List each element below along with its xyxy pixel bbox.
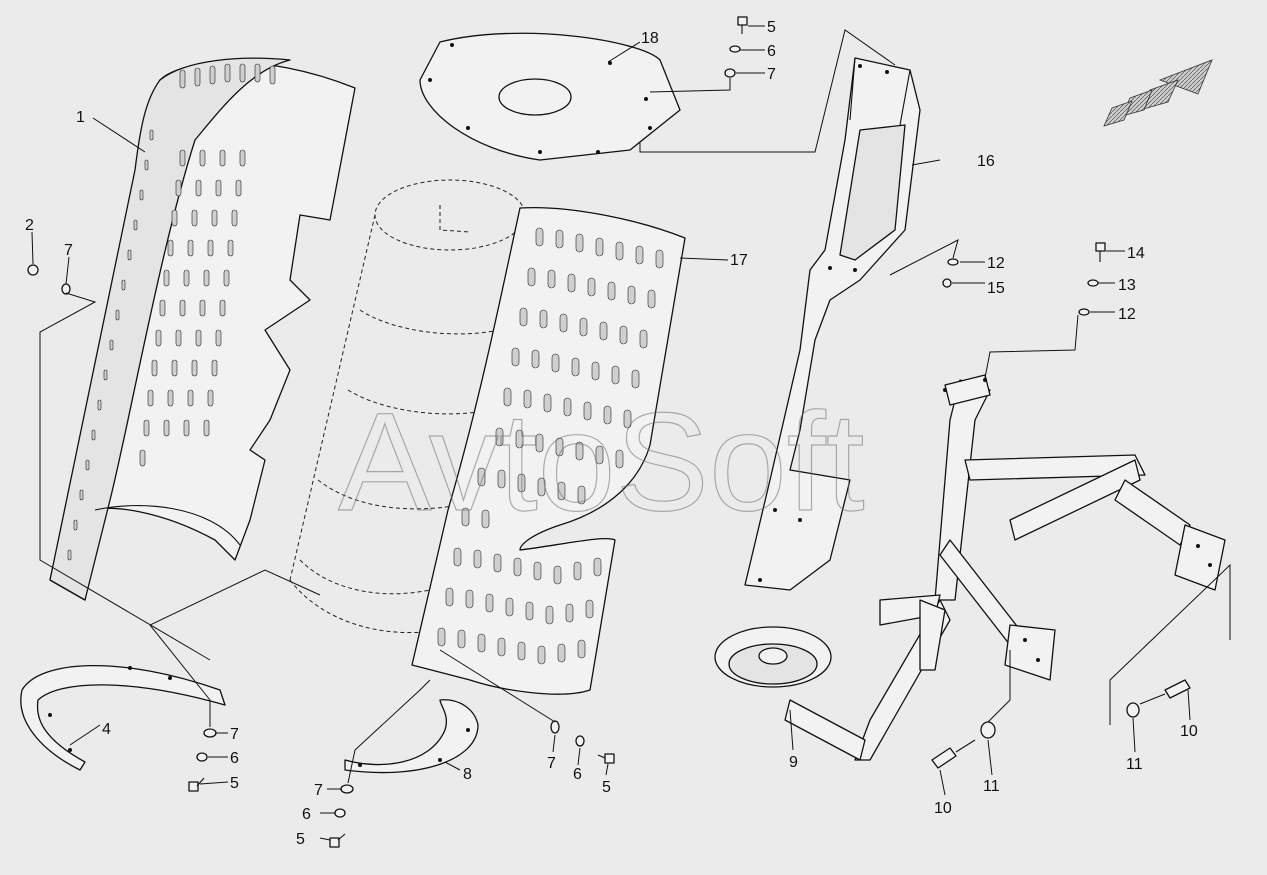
callout-16: 16 (977, 153, 995, 170)
part-8-curved-strip (344, 699, 479, 774)
callout-9: 9 (789, 754, 798, 771)
callout-labels: 1 2 7 5 6 7 18 16 17 12 15 14 13 12 4 7 … (25, 19, 1198, 848)
callout-6: 6 (573, 766, 582, 783)
callout-11: 11 (983, 778, 1000, 795)
callout-8: 8 (463, 766, 472, 783)
watermark-text: AvtoSoft (338, 383, 865, 540)
callout-14: 14 (1127, 245, 1145, 262)
callout-12: 12 (1118, 306, 1136, 323)
callout-12: 12 (987, 255, 1005, 272)
callout-18: 18 (641, 30, 659, 47)
part-4-curved-strip (20, 664, 226, 771)
part-16-vertical-deflector (744, 57, 921, 591)
callout-6: 6 (767, 43, 776, 60)
callout-5: 5 (767, 19, 776, 36)
callout-6: 6 (302, 806, 311, 823)
forward-arrow-icon (1103, 59, 1213, 127)
callout-15: 15 (987, 280, 1005, 297)
callout-17: 17 (730, 252, 748, 269)
callout-13: 13 (1118, 277, 1136, 294)
callout-1: 1 (76, 109, 85, 126)
part-9-support-frame (714, 374, 1226, 761)
callout-10: 10 (1180, 723, 1198, 740)
callout-2: 2 (25, 217, 34, 234)
part-17-right-perforated-panel (411, 206, 686, 695)
callout-4: 4 (102, 721, 111, 738)
callout-5: 5 (230, 775, 239, 792)
callout-7: 7 (230, 726, 239, 743)
callout-7: 7 (314, 782, 323, 799)
callout-6: 6 (230, 750, 239, 767)
leader-lines (31, 25, 1231, 841)
callout-5: 5 (296, 831, 305, 848)
callout-7: 7 (64, 242, 73, 259)
part-18-top-plate (419, 32, 681, 161)
callout-7: 7 (547, 755, 556, 772)
callout-11: 11 (1126, 756, 1143, 773)
callout-7: 7 (767, 66, 776, 83)
callout-10: 10 (934, 800, 952, 817)
part-1-left-perforated-shell (49, 57, 356, 601)
callout-5: 5 (602, 779, 611, 796)
